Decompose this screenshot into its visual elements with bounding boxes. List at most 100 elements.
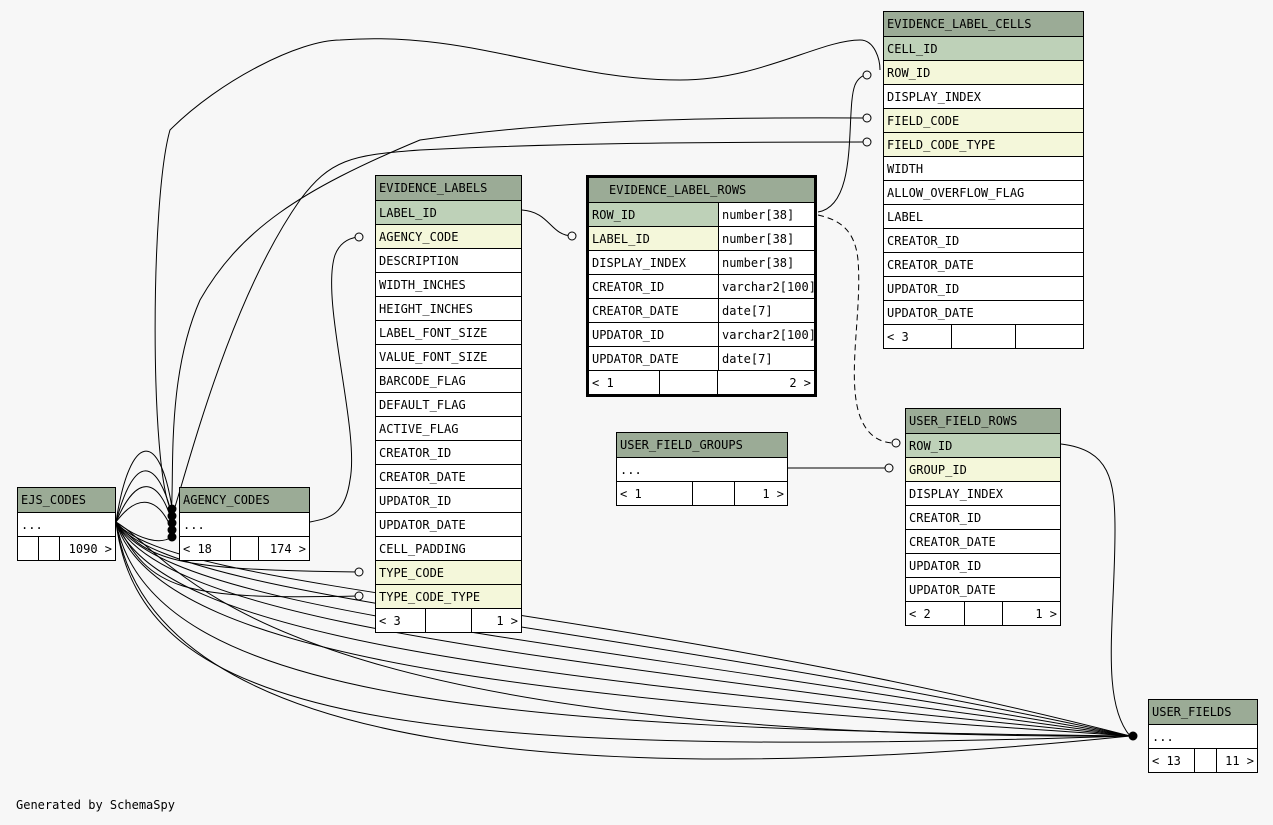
parent-count[interactable]: < 18 (183, 541, 212, 556)
table-evidence-labels[interactable]: EVIDENCE_LABELS LABEL_ID AGENCY_CODE DES… (375, 175, 522, 633)
table-row[interactable]: UPDATOR_ID (376, 488, 521, 512)
table-user-field-groups[interactable]: USER_FIELD_GROUPS ... < 1 1 > (616, 432, 788, 506)
table-footer: < 1 1 > (617, 481, 787, 505)
column-name: CELL_ID (887, 41, 938, 56)
table-row[interactable]: TYPE_CODE_TYPE (376, 584, 521, 608)
table-row[interactable]: DISPLAY_INDEX (884, 84, 1083, 108)
parent-count[interactable]: < 2 (909, 606, 931, 621)
child-count[interactable]: 1 > (734, 482, 787, 505)
table-row[interactable]: WIDTH (884, 156, 1083, 180)
column-name: BARCODE_FLAG (379, 373, 466, 388)
table-row[interactable]: CELL_ID (884, 36, 1083, 60)
table-user-fields[interactable]: USER_FIELDS ... < 13 11 > (1148, 699, 1258, 773)
table-header[interactable]: EVIDENCE_LABEL_CELLS (884, 12, 1083, 36)
table-row[interactable]: DEFAULT_FLAG (376, 392, 521, 416)
table-footer: < 3 1 > (376, 608, 521, 632)
table-row[interactable]: UPDATOR_DATE (376, 512, 521, 536)
column-name: FIELD_CODE (887, 113, 960, 128)
table-row[interactable]: WIDTH_INCHES (376, 272, 521, 296)
child-count[interactable]: 2 > (717, 371, 814, 394)
table-row[interactable]: GROUP_ID (906, 457, 1060, 481)
table-row[interactable]: HEIGHT_INCHES (376, 296, 521, 320)
child-count[interactable]: 1 > (471, 609, 521, 632)
child-count[interactable]: 174 > (258, 537, 309, 560)
table-title: EVIDENCE_LABEL_CELLS (887, 17, 1032, 31)
table-row[interactable]: ... (617, 457, 787, 481)
column-name: DISPLAY_INDEX (592, 255, 686, 270)
column-name: DISPLAY_INDEX (887, 89, 981, 104)
column-name: DEFAULT_FLAG (379, 397, 466, 412)
column-name: CREATOR_DATE (379, 469, 466, 484)
table-header[interactable]: USER_FIELD_ROWS (906, 409, 1060, 433)
table-row[interactable]: DISPLAY_INDEX (906, 481, 1060, 505)
table-row[interactable]: FIELD_CODE_TYPE (884, 132, 1083, 156)
table-row[interactable]: ROW_ID (884, 60, 1083, 84)
column-name: CREATOR_DATE (909, 534, 996, 549)
child-count[interactable]: 1090 > (59, 537, 115, 560)
table-user-field-rows[interactable]: USER_FIELD_ROWS ROW_ID GROUP_ID DISPLAY_… (905, 408, 1061, 626)
relationship-markers (354, 70, 901, 601)
table-row[interactable]: CREATOR_ID (376, 440, 521, 464)
table-row[interactable]: ROW_ID (906, 433, 1060, 457)
table-row[interactable]: FIELD_CODE (884, 108, 1083, 132)
parent-count[interactable]: < 1 (620, 486, 642, 501)
column-type: number[38] (718, 203, 814, 226)
table-row[interactable]: CREATOR_DATE (884, 252, 1083, 276)
table-row[interactable]: UPDATOR_ID (906, 553, 1060, 577)
table-row[interactable]: CREATOR_DATE (906, 529, 1060, 553)
table-row[interactable]: CREATOR_ID (884, 228, 1083, 252)
table-row[interactable]: LABEL (884, 204, 1083, 228)
column-type: varchar2[100] (718, 323, 814, 346)
table-row[interactable]: CREATOR_DATE (376, 464, 521, 488)
child-count[interactable] (1015, 325, 1083, 348)
table-row[interactable]: BARCODE_FLAG (376, 368, 521, 392)
table-row[interactable]: ALLOW_OVERFLOW_FLAG (884, 180, 1083, 204)
row-count (950, 325, 1016, 348)
table-ejs-codes[interactable]: EJS_CODES ... 1090 > (17, 487, 116, 561)
relationship-line (170, 117, 868, 516)
column-name: TYPE_CODE (379, 565, 445, 580)
parent-count[interactable]: < 3 (887, 329, 909, 344)
table-row[interactable]: AGENCY_CODE (376, 224, 521, 248)
parent-count[interactable] (18, 537, 38, 560)
table-header[interactable]: EVIDENCE_LABELS (376, 176, 521, 200)
table-header[interactable]: AGENCY_CODES (180, 488, 309, 512)
table-row[interactable]: CREATOR_ID (906, 505, 1060, 529)
table-row[interactable]: DESCRIPTION (376, 248, 521, 272)
parent-count[interactable]: < 1 (592, 375, 614, 390)
table-header[interactable]: EJS_CODES (18, 488, 115, 512)
table-row[interactable]: VALUE_FONT_SIZE (376, 344, 521, 368)
child-count[interactable]: 11 > (1216, 749, 1257, 772)
relationship-line (817, 74, 868, 213)
relationship-line (309, 236, 359, 523)
table-agency-codes[interactable]: AGENCY_CODES ... < 18 174 > (179, 487, 310, 561)
column-name: LABEL_ID (379, 205, 437, 220)
table-row[interactable]: ACTIVE_FLAG (376, 416, 521, 440)
table-row[interactable]: UPDATOR_DATE (906, 577, 1060, 601)
table-row[interactable]: ... (1149, 724, 1257, 748)
table-row[interactable]: TYPE_CODE (376, 560, 521, 584)
table-row[interactable]: LABEL_ID (376, 200, 521, 224)
child-count[interactable]: 1 > (1001, 602, 1061, 625)
table-header[interactable]: EVIDENCE_LABEL_ROWS (589, 178, 814, 202)
parent-count[interactable]: < 13 (1152, 753, 1181, 768)
table-row[interactable]: LABEL_FONT_SIZE (376, 320, 521, 344)
table-row[interactable]: ... (18, 512, 115, 536)
table-header[interactable]: USER_FIELDS (1149, 700, 1257, 724)
table-row[interactable]: CELL_PADDING (376, 536, 521, 560)
table-header[interactable]: USER_FIELD_GROUPS (617, 433, 787, 457)
table-row[interactable]: UPDATOR_ID (884, 276, 1083, 300)
table-row[interactable]: UPDATOR_DATE (884, 300, 1083, 324)
table-row[interactable]: ... (180, 512, 309, 536)
column-name: CREATOR_ID (887, 233, 960, 248)
table-evidence-label-cells[interactable]: EVIDENCE_LABEL_CELLS CELL_ID ROW_ID DISP… (883, 11, 1084, 349)
parent-count[interactable]: < 3 (379, 613, 401, 628)
